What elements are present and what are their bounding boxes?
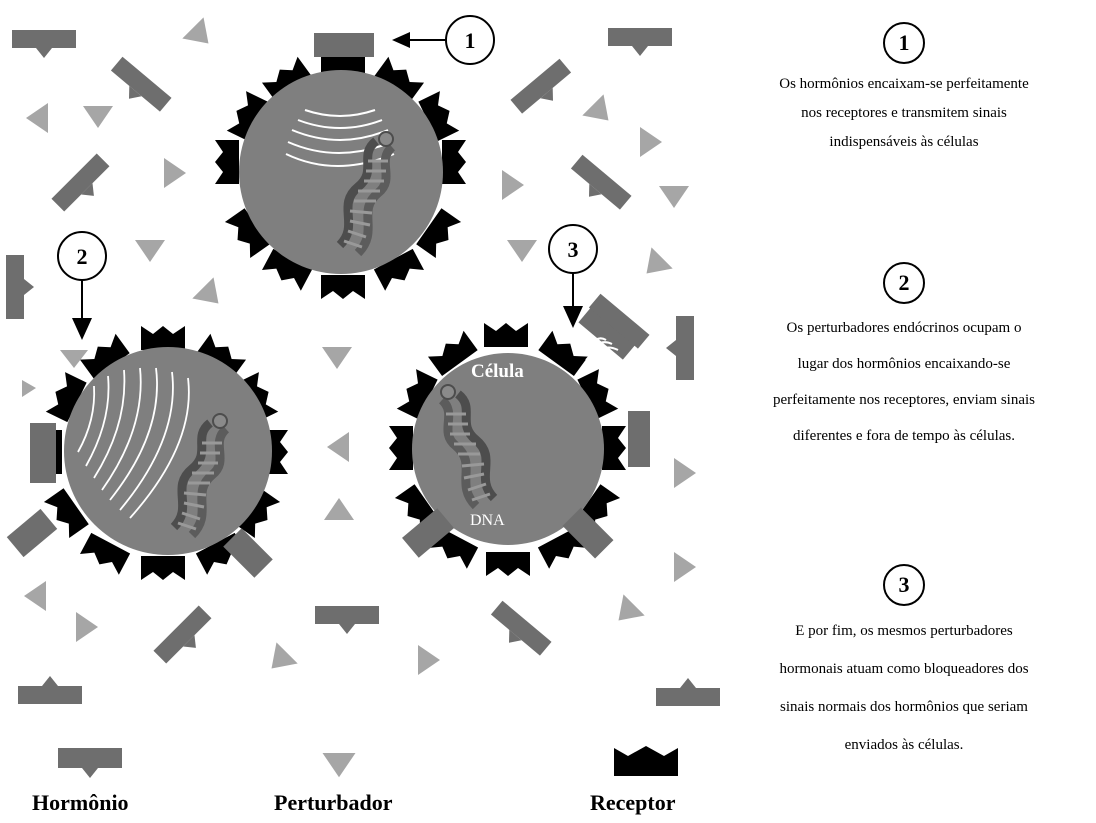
dna-label: DNA: [470, 512, 505, 529]
cell-3-side-hormones: [402, 411, 650, 559]
disruptor-icon: [182, 17, 220, 55]
disruptor-icon: [24, 581, 46, 611]
hormone-icon: [666, 316, 694, 380]
cell-2-body: [64, 347, 272, 555]
hormone-icon: [18, 676, 82, 704]
callout-number: 1: [465, 28, 476, 53]
hormone-icon: [58, 748, 122, 778]
cell-3: Célula DNA: [389, 302, 650, 576]
cell-1-body: [239, 70, 443, 274]
explanation-3: 3 E por fim, os mesmos perturbadores hor…: [712, 564, 1096, 764]
explanation-1: 1 Os hormônios encaixam-se perfeitamente…: [712, 22, 1096, 157]
hormone-icon: [564, 154, 632, 218]
disruptor-icon: [83, 106, 113, 128]
legend-disruptor-label: Perturbador: [274, 790, 393, 815]
explanation-text: E por fim, os mesmos perturbadores hormo…: [779, 623, 1029, 753]
disruptor-icon: [659, 186, 689, 208]
disruptor-icon: [164, 158, 186, 188]
hormone-icon: [104, 56, 172, 120]
cell-1: [215, 33, 466, 299]
legend-receptor-label: Receptor: [590, 790, 676, 815]
disruptor-icon: [418, 645, 440, 675]
signal-waves-icon: [77, 367, 190, 519]
callout-number: 2: [77, 244, 88, 269]
hormone-icon: [153, 605, 219, 671]
explanation-number: 3: [883, 564, 925, 606]
hormone-icon: [484, 600, 552, 664]
disruptor-icon: [582, 94, 620, 132]
explanation-2: 2 Os perturbadores endócrinos ocupam o l…: [712, 262, 1096, 454]
disruptor-icon: [322, 753, 356, 778]
cell-2-side-hormones: [6, 350, 273, 578]
callout-number: 3: [568, 237, 579, 262]
disruptor-icon: [324, 498, 354, 520]
receptor-icon: [614, 746, 678, 776]
cell-2: [6, 326, 288, 580]
explanation-text: Os perturbadores endócrinos ocupam o lug…: [773, 320, 1035, 444]
explanation-number: 2: [883, 262, 925, 304]
cell-1-bound-hormone: [314, 33, 374, 57]
disruptor-icon: [674, 458, 696, 488]
disruptor-icon: [327, 432, 349, 462]
hormone-icon: [6, 255, 34, 319]
disruptor-icon: [502, 170, 524, 200]
disruptor-icon: [26, 103, 48, 133]
cell-label: Célula: [471, 361, 524, 382]
hormone-icon: [51, 153, 117, 219]
hormone-icon: [510, 58, 578, 122]
disruptor-icon: [192, 277, 230, 315]
disruptor-icon: [507, 240, 537, 262]
hormone-icon: [12, 30, 76, 58]
callout-2: 2: [57, 231, 107, 340]
disruptor-icon: [260, 642, 298, 680]
legend-hormone-label: Hormônio: [32, 790, 129, 815]
callout-3: 3: [548, 224, 598, 328]
disruptor-icon: [635, 247, 673, 285]
disruptor-icon: [640, 127, 662, 157]
callout-1: 1: [392, 15, 495, 65]
disruptor-icon: [322, 347, 352, 369]
hormone-icon: [608, 28, 672, 56]
explanation-text: Os hormônios encaixam-se perfeitamente n…: [779, 76, 1029, 150]
hormone-icon: [315, 606, 379, 634]
disruptor-icon: [607, 594, 645, 632]
disruptor-icon: [135, 240, 165, 262]
disruptor-icon: [76, 612, 98, 642]
hormone-icon: [656, 678, 720, 706]
legend: [58, 746, 678, 778]
explanation-number: 1: [883, 22, 925, 64]
disruptor-icon: [674, 552, 696, 582]
